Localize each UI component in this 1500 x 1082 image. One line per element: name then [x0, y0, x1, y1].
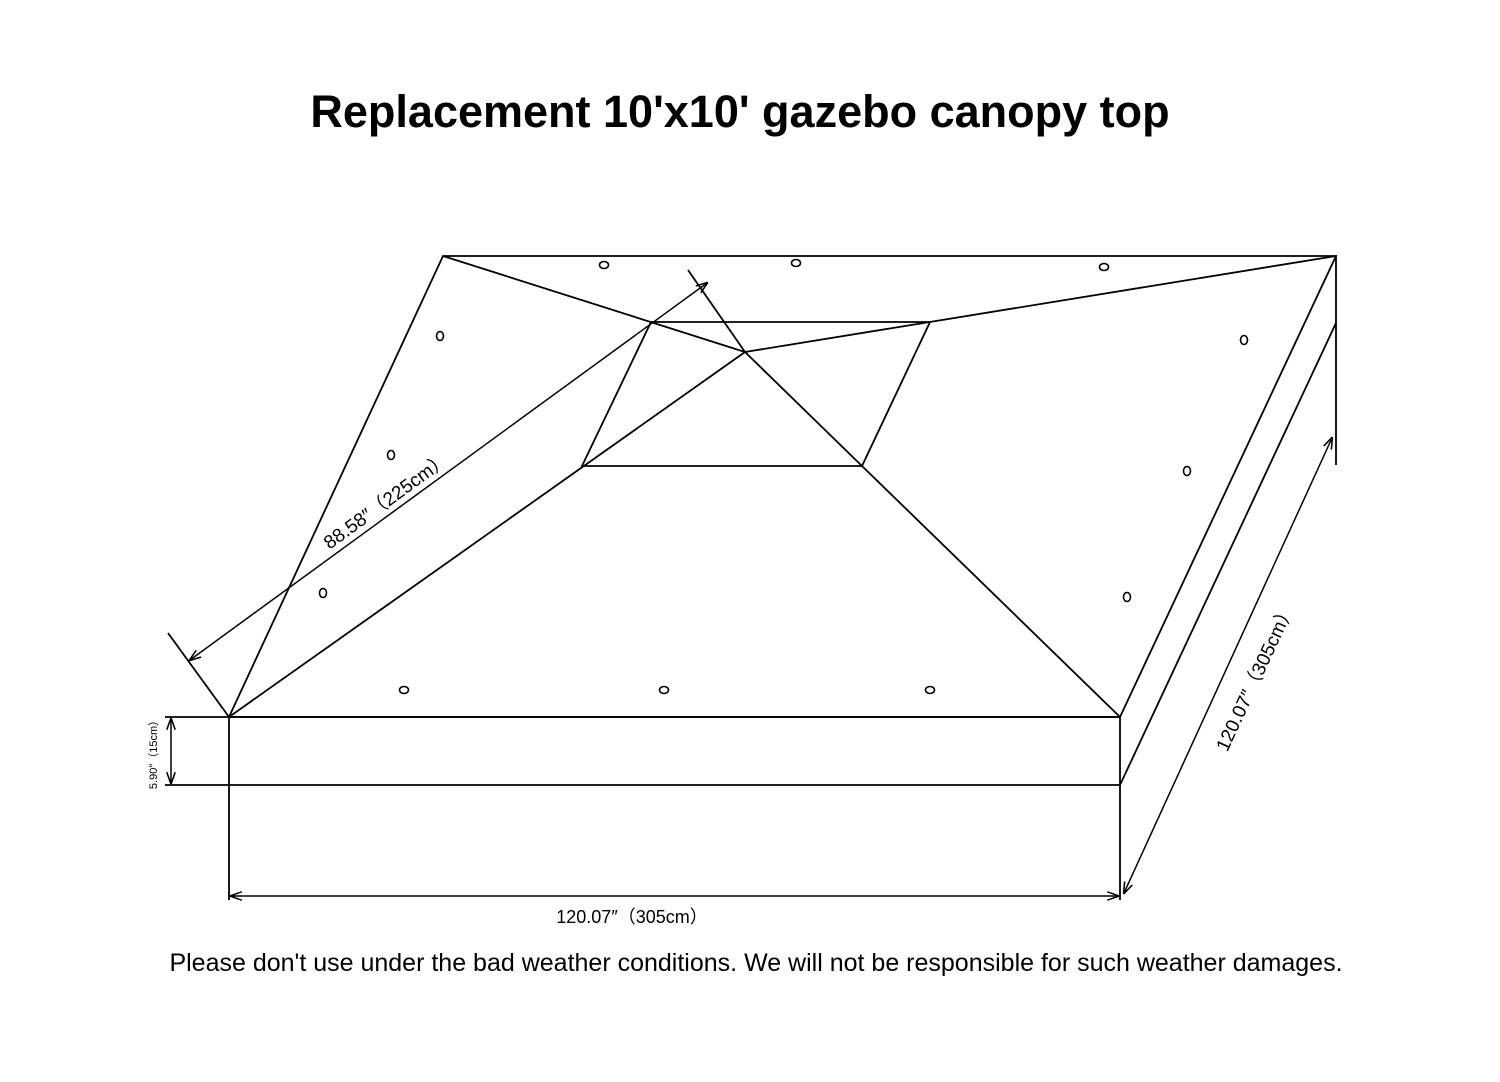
- ridge-line-front-right: [744, 351, 863, 467]
- grommet-hole: [386, 449, 396, 461]
- height-dimension-label: 5.90″（15cm）: [147, 715, 160, 789]
- dimension-line-depth: [1124, 438, 1332, 893]
- diagonal-dimension-label: 88.58″（225cm）: [320, 448, 454, 554]
- grommet-hole: [1182, 465, 1192, 477]
- ridge-line-lower-right: [861, 465, 1121, 718]
- grommet-hole: [318, 587, 328, 599]
- extension-line: [687, 269, 746, 353]
- weather-disclaimer: Please don't use under the bad weather c…: [169, 949, 1343, 977]
- depth-dimension-label: 120.07″（305cm）: [1212, 600, 1300, 754]
- grommet-hole: [435, 330, 445, 342]
- grommet-hole: [790, 258, 802, 268]
- ridge-line-back-left: [442, 255, 746, 353]
- diagram-title: Replacement 10'x10' gazebo canopy top: [310, 86, 1170, 137]
- grommet-hole: [924, 685, 936, 695]
- ridge-line-front-left: [228, 351, 746, 718]
- vent-cap: [580, 321, 932, 467]
- dimension-line-diagonal: [190, 283, 707, 660]
- ridge-line-back-right: [744, 255, 1337, 353]
- grommet-hole: [1098, 262, 1110, 272]
- grommet-hole: [658, 685, 670, 695]
- grommet-hole: [1239, 334, 1249, 346]
- width-dimension-label: 120.07″（305cm）: [556, 907, 707, 927]
- extension-line: [167, 632, 230, 718]
- grommet-hole: [598, 260, 610, 270]
- grommet-hole: [1122, 591, 1132, 603]
- grommet-hole: [398, 685, 410, 695]
